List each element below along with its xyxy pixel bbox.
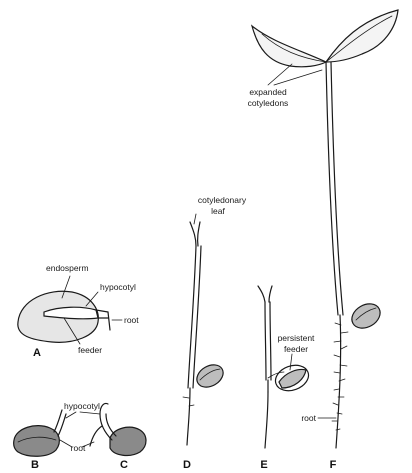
panel-label-e: E xyxy=(260,459,267,471)
stem-e xyxy=(265,302,266,380)
cotyledonary-leaf-label-line2: leaf xyxy=(211,206,225,216)
panel-label-d: D xyxy=(183,459,191,471)
seed-c-body xyxy=(110,427,146,455)
cotyledon-right xyxy=(326,10,398,62)
hypocotyl-bc-label: hypocotyl xyxy=(64,401,100,411)
persistent-feeder-label-line2: feeder xyxy=(284,344,308,354)
expanded-cotyledons-label-line1: expanded xyxy=(249,87,287,97)
seed-bc-annotations: hypocotyl root xyxy=(60,401,100,453)
root-f-annotation: root xyxy=(301,413,336,423)
root-f-label: root xyxy=(301,413,316,423)
persistent-feeder-annotation: persistent feeder xyxy=(278,333,315,370)
seedling-d xyxy=(183,222,227,445)
panel-label-b: B xyxy=(31,459,39,471)
panel-label-c: C xyxy=(120,459,128,471)
seed-c xyxy=(90,403,146,455)
hypocotyl-a-label: hypocotyl xyxy=(100,282,136,292)
root-a-label: root xyxy=(124,315,139,325)
seedling-e xyxy=(258,286,312,448)
feeder-label: feeder xyxy=(78,345,102,355)
panel-label-a: A xyxy=(33,347,41,359)
panel-label-f: F xyxy=(330,459,337,471)
root-bc-label: root xyxy=(71,443,86,453)
root-f xyxy=(336,315,341,448)
root-d xyxy=(187,388,190,445)
hypocotyl-a xyxy=(44,307,98,319)
seed-f xyxy=(348,299,385,333)
cotyledonary-leaf-annotation: cotyledonary leaf xyxy=(194,195,247,224)
endosperm-label: endosperm xyxy=(46,263,89,273)
expanded-cotyledons-label-line2: cotyledons xyxy=(248,98,289,108)
seed-d xyxy=(193,360,227,391)
expanded-cotyledons-annotation: expanded cotyledons xyxy=(248,64,322,108)
persistent-feeder-label-line1: persistent xyxy=(278,333,315,343)
root-e xyxy=(265,392,268,448)
seed-b xyxy=(14,410,66,456)
cotyledon-left xyxy=(252,26,326,67)
seedling-f xyxy=(252,10,398,448)
seed-a xyxy=(18,291,110,342)
cotyledonary-leaf-label-line1: cotyledonary xyxy=(198,195,247,205)
